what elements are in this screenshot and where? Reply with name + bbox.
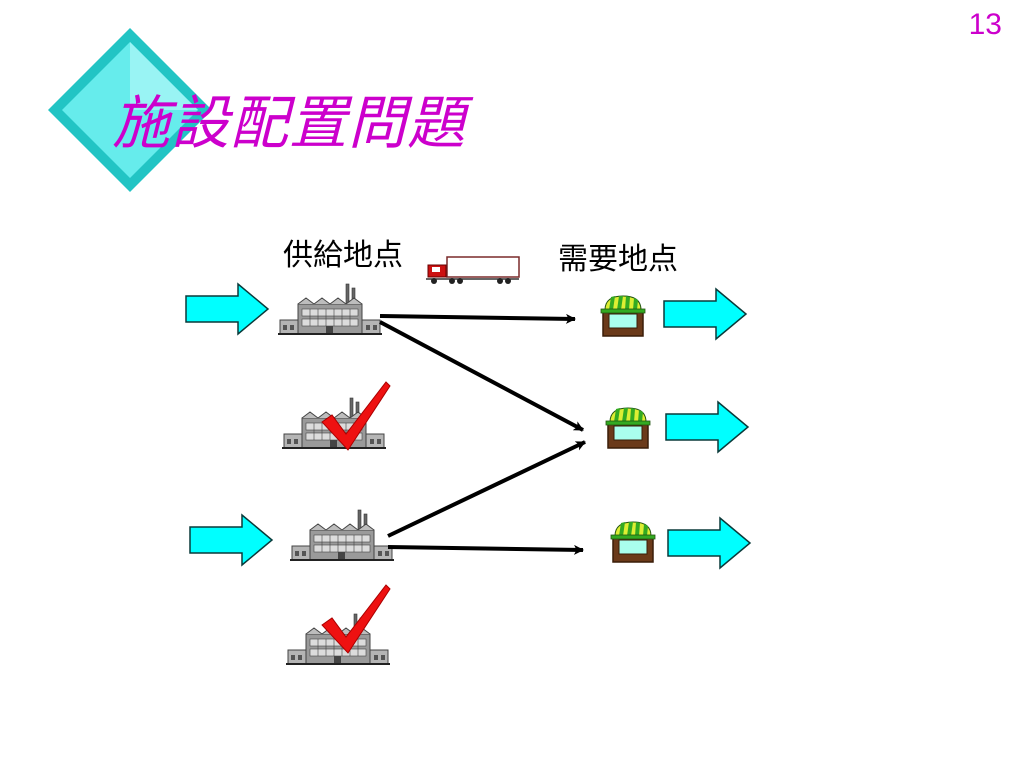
supply-inflow-arrow-2 bbox=[189, 514, 273, 566]
route-arrow bbox=[387, 544, 584, 555]
factory-icon bbox=[277, 283, 383, 335]
store-icon bbox=[600, 295, 646, 337]
truck-icon bbox=[426, 256, 520, 284]
store-icon bbox=[605, 407, 651, 449]
route-arrow bbox=[379, 313, 576, 324]
store-icon bbox=[610, 521, 656, 563]
demand-outflow-arrow-2 bbox=[665, 401, 749, 453]
demand-outflow-arrow-1 bbox=[663, 288, 747, 340]
title-diamond-icon bbox=[48, 28, 212, 192]
demand-outflow-arrow-3 bbox=[667, 517, 751, 569]
route-arrow bbox=[379, 320, 584, 432]
route-arrow bbox=[387, 440, 586, 538]
supply-inflow-arrow-1 bbox=[185, 283, 269, 335]
factory-icon bbox=[289, 509, 395, 561]
page-number: 13 bbox=[968, 8, 1002, 41]
slide-title: 施設配置問題 bbox=[112, 89, 467, 157]
supply-label: 供給地点 bbox=[283, 238, 403, 273]
demand-label: 需要地点 bbox=[558, 242, 678, 277]
